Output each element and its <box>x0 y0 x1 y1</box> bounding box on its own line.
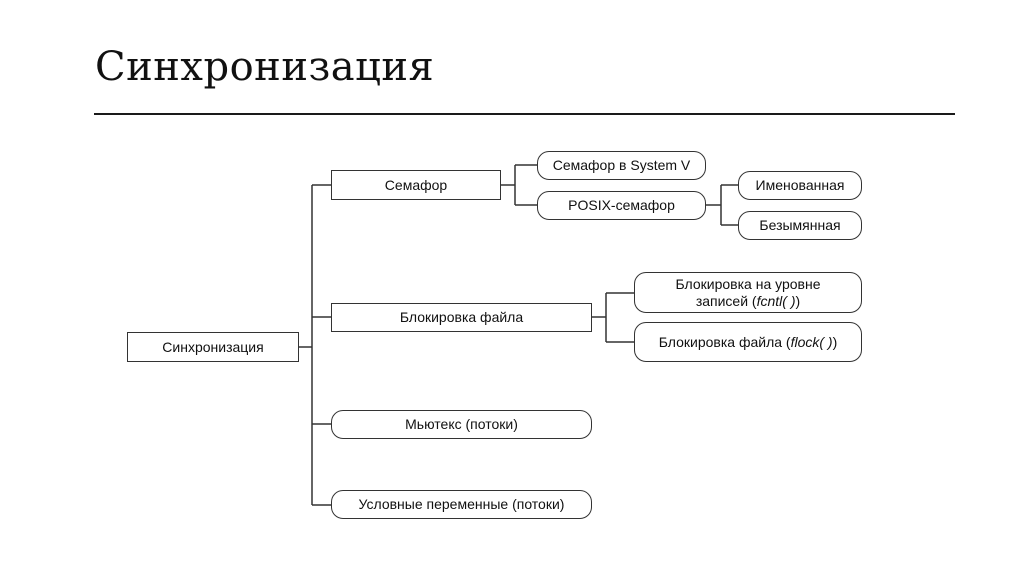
record-lock-prefix: записей ( <box>695 292 757 309</box>
node-root-label: Синхронизация <box>162 338 264 355</box>
node-semaphore-label: Семафор <box>384 176 448 193</box>
node-semaphore-posix-label: POSIX-семафор <box>568 197 675 213</box>
node-mutex: Мьютекс (потоки) <box>331 410 592 439</box>
node-record-lock-line2: записей (fcntl( )) <box>696 293 800 310</box>
node-semaphore-sysv-label: Семафор в System V <box>552 157 691 173</box>
flock-func: flock( ) <box>790 333 833 350</box>
node-posix-named-label: Именованная <box>755 177 845 193</box>
title-divider <box>94 113 955 115</box>
node-root: Синхронизация <box>127 332 299 362</box>
node-file-lock-label: Блокировка файла <box>399 309 524 325</box>
slide-title: Синхронизация <box>95 44 435 90</box>
flock-suffix: ) <box>832 333 838 350</box>
record-lock-suffix: ) <box>795 292 801 309</box>
node-record-lock: Блокировка на уровне записей (fcntl( )) <box>634 272 862 313</box>
node-semaphore: Семафор <box>331 170 501 200</box>
node-file-lock: Блокировка файла <box>331 303 592 332</box>
node-condvar-label: Условные переменные (потоки) <box>358 496 565 512</box>
node-posix-unnamed: Безымянная <box>738 211 862 240</box>
node-condvar: Условные переменные (потоки) <box>331 490 592 519</box>
node-flock: Блокировка файла (flock( )) <box>634 322 862 362</box>
node-semaphore-sysv: Семафор в System V <box>537 151 706 180</box>
node-posix-unnamed-label: Безымянная <box>759 217 841 233</box>
record-lock-func: fcntl( ) <box>756 292 796 309</box>
node-record-lock-line1: Блокировка на уровне <box>675 275 821 292</box>
node-posix-named: Именованная <box>738 171 862 200</box>
node-mutex-label: Мьютекс (потоки) <box>405 416 518 432</box>
node-flock-label: Блокировка файла (flock( )) <box>659 334 838 351</box>
flock-prefix: Блокировка файла ( <box>658 333 791 350</box>
node-semaphore-posix: POSIX-семафор <box>537 191 706 220</box>
